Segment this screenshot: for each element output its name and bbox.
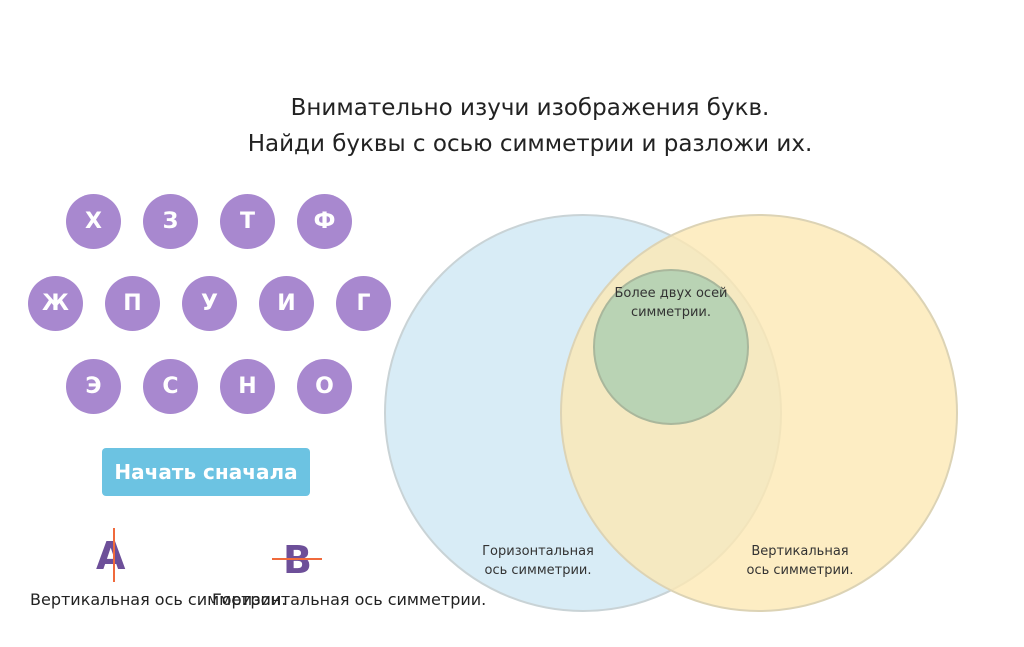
letter-tile-en[interactable]: Н (220, 359, 275, 414)
letter-tile-ef[interactable]: Ф (297, 194, 352, 249)
letter-tile-kha[interactable]: Х (66, 194, 121, 249)
letter-tile-e[interactable]: Э (66, 359, 121, 414)
letter-tile-i[interactable]: И (259, 276, 314, 331)
venn-label-vertical: Вертикальная ось симметрии. (746, 544, 854, 578)
legend-letter-vertical: А (96, 534, 126, 578)
letter-tile-ze[interactable]: З (143, 194, 198, 249)
letter-tile-ge[interactable]: Г (336, 276, 391, 331)
letter-tile-pe[interactable]: П (105, 276, 160, 331)
letter-tile-u[interactable]: У (182, 276, 237, 331)
instructions: Внимательно изучи изображения букв. Найд… (0, 90, 1024, 162)
legend-caption-vertical: Вертикальная ось симметрии. (30, 590, 287, 609)
venn-label-horizontal: Горизонтальная ось симметрии. (482, 544, 594, 578)
letter-tile-o[interactable]: О (297, 359, 352, 414)
venn-label-inner: Более двух осей симметрии. (614, 286, 728, 320)
restart-button[interactable]: Начать сначала (102, 448, 310, 496)
venn-circle-inner[interactable] (593, 269, 749, 425)
instructions-line-2: Найди буквы с осью симметрии и разложи и… (247, 131, 813, 157)
horizontal-axis-icon (272, 558, 322, 560)
letter-tile-es[interactable]: С (143, 359, 198, 414)
vertical-axis-icon (113, 528, 115, 582)
legend-caption-horizontal: Горизонтальная ось симметрии. (212, 590, 487, 609)
letter-tile-te[interactable]: Т (220, 194, 275, 249)
letter-tile-zhe[interactable]: Ж (28, 276, 83, 331)
instructions-line-1: Внимательно изучи изображения букв. (290, 95, 770, 121)
